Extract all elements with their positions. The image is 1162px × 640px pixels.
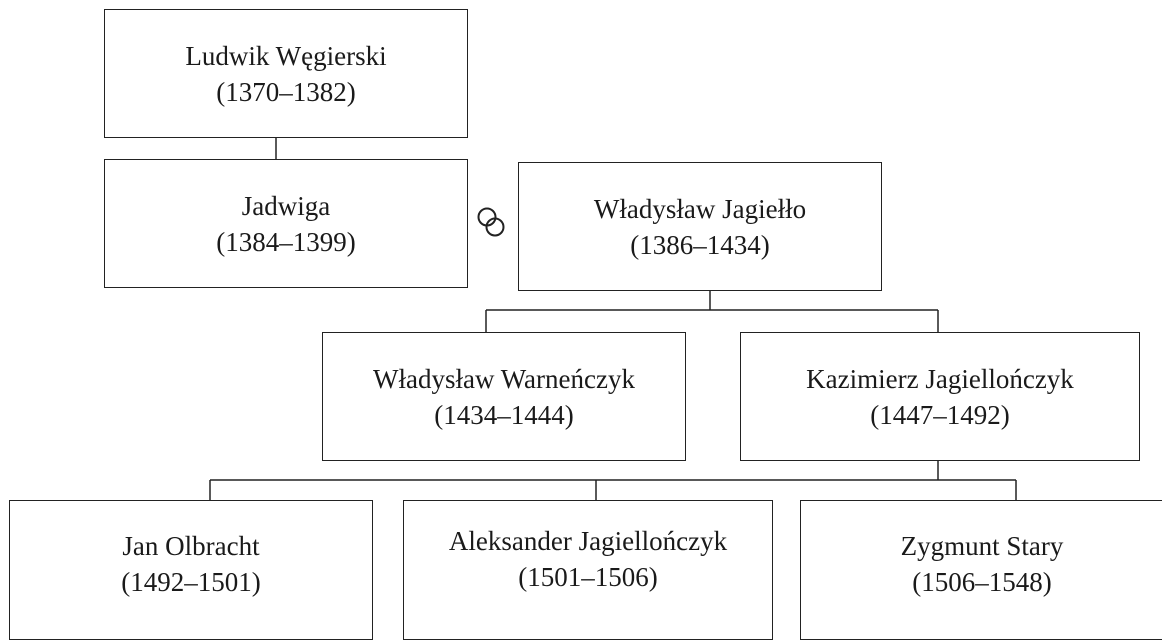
- ruler-name: Kazimierz Jagiellończyk: [806, 363, 1074, 394]
- ruler-reign: (1384–1399): [216, 226, 356, 257]
- ruler-box-wladyslaw-warnenczyk: Władysław Warneńczyk (1434–1444): [322, 332, 686, 461]
- ruler-box-jadwiga: Jadwiga (1384–1399): [104, 159, 468, 288]
- ruler-reign: (1501–1506): [518, 562, 658, 592]
- ruler-box-ludwik-wegierski: Ludwik Węgierski (1370–1382): [104, 9, 468, 138]
- ruler-name: Jan Olbracht: [122, 531, 260, 561]
- ruler-reign: (1370–1382): [216, 76, 356, 107]
- ruler-box-kazimierz-jagiellonczyk: Kazimierz Jagiellończyk (1447–1492): [740, 332, 1140, 461]
- ruler-reign: (1386–1434): [630, 229, 770, 260]
- ruler-name: Jadwiga: [241, 190, 331, 221]
- ruler-reign: (1492–1501): [121, 567, 261, 597]
- ruler-reign: (1506–1548): [912, 567, 1052, 597]
- ruler-name: Zygmunt Stary: [900, 531, 1064, 561]
- ruler-box-aleksander-jagiellonczyk: Aleksander Jagiellończyk (1501–1506): [403, 500, 773, 640]
- ruler-box-zygmunt-stary: Zygmunt Stary (1506–1548): [800, 500, 1162, 640]
- ruler-reign: (1434–1444): [434, 399, 574, 430]
- ruler-box-wladyslaw-jagiello: Władysław Jagiełło (1386–1434): [518, 162, 882, 291]
- ruler-reign: (1447–1492): [870, 399, 1010, 430]
- ruler-name: Aleksander Jagiellończyk: [448, 526, 728, 556]
- ruler-name: Władysław Jagiełło: [593, 193, 807, 224]
- wedding-rings-icon: [477, 207, 505, 237]
- ruler-name: Ludwik Węgierski: [185, 40, 387, 71]
- ruler-box-jan-olbracht: Jan Olbracht (1492–1501): [9, 500, 373, 640]
- ruler-name: Władysław Warneńczyk: [373, 363, 635, 394]
